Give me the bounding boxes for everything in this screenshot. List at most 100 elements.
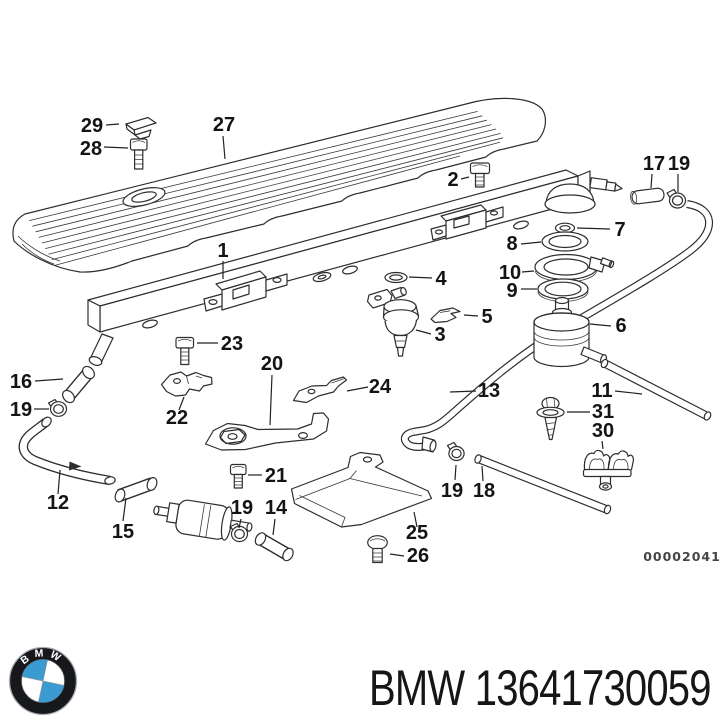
seal-ring-part-9 <box>537 278 589 302</box>
clip-part-29 <box>125 116 157 140</box>
leader-line-4 <box>408 276 433 279</box>
leader-line-19 <box>238 518 242 529</box>
callout-1: 1 <box>217 240 228 262</box>
fuel-filter-part-6 <box>533 296 607 368</box>
hose-clamp-19-right <box>666 188 687 209</box>
bolt-part-2 <box>469 162 491 188</box>
cover-emblem <box>122 187 166 207</box>
bolt-part-23 <box>175 336 195 366</box>
callout-6: 6 <box>615 315 626 337</box>
callout-27: 27 <box>213 114 235 136</box>
valve-cover-part-27 <box>12 97 547 273</box>
leader-line-15 <box>122 497 127 522</box>
hose-part-17 <box>630 187 665 205</box>
roundel-quadrants <box>21 659 65 703</box>
clip-part-5 <box>430 307 461 324</box>
leader-line-19 <box>454 464 457 481</box>
callout-20: 20 <box>261 353 283 375</box>
fuel-injector-part-3 <box>366 286 420 357</box>
shield-plate-part-25 <box>290 451 433 528</box>
brand-text: BMW <box>369 660 465 716</box>
rail-bracket-left <box>203 270 288 312</box>
leader-line-26 <box>389 553 405 557</box>
callout-12: 12 <box>47 492 69 514</box>
screw-part-26 <box>367 535 388 564</box>
callout-19: 19 <box>441 480 463 502</box>
bolt-part-28 <box>129 138 148 170</box>
callout-19: 19 <box>10 399 32 421</box>
cover-ribs <box>29 111 504 266</box>
callout-7: 7 <box>614 219 625 241</box>
leader-line-13 <box>449 390 477 393</box>
callout-2: 2 <box>447 169 458 191</box>
callout-19: 19 <box>231 497 253 519</box>
leader-line-11 <box>614 390 643 395</box>
callout-5: 5 <box>481 306 492 328</box>
leader-line-24 <box>346 386 369 392</box>
clamp-ring-part-10 <box>534 253 615 283</box>
rail-end-spigot <box>88 333 114 366</box>
leader-line-22 <box>178 396 185 411</box>
washer-part-4 <box>384 271 408 284</box>
callout-31: 31 <box>592 401 614 423</box>
leader-line-3 <box>415 329 432 335</box>
callout-15: 15 <box>112 521 134 543</box>
callout-13: 13 <box>478 380 500 402</box>
hose-part-15 <box>114 477 158 503</box>
fuel-rail-part-1 <box>87 169 623 366</box>
callout-18: 18 <box>473 480 495 502</box>
callout-14: 14 <box>265 497 288 519</box>
bolt-part-21 <box>229 463 247 489</box>
leader-line-20 <box>269 374 273 426</box>
callout-26: 26 <box>407 545 429 567</box>
o-ring-part-7 <box>554 222 576 234</box>
callout-4: 4 <box>435 268 447 290</box>
expanding-rivet-part-31 <box>536 396 565 441</box>
leader-line-25 <box>413 511 418 528</box>
callout-22: 22 <box>166 407 188 429</box>
part-number-text: 13641730059 <box>474 660 712 716</box>
leader-line-14 <box>272 518 276 536</box>
callout-9: 9 <box>506 280 517 302</box>
callout-16: 16 <box>10 371 32 393</box>
pressure-regulator <box>544 183 596 214</box>
callout-24: 24 <box>369 376 392 398</box>
leader-line-10 <box>521 270 535 273</box>
injector-port <box>342 265 358 275</box>
leader-line-29 <box>105 123 120 126</box>
rail-lug <box>312 271 332 283</box>
bracket-part-20 <box>204 412 330 451</box>
callout-11: 11 <box>591 380 612 402</box>
callout-30: 30 <box>592 420 614 442</box>
bracket-part-24 <box>292 376 348 404</box>
callout-25: 25 <box>406 522 428 544</box>
leader-line-12 <box>57 469 61 495</box>
callout-28: 28 <box>80 138 102 160</box>
fuel-pipe-part-11 <box>600 358 712 421</box>
hose-clamp-19-left <box>47 398 68 417</box>
rail-outlet-nipple <box>589 177 623 192</box>
flow-arrow-icon <box>69 461 82 471</box>
leader-line-2 <box>460 176 470 180</box>
hose-part-12 <box>18 416 116 486</box>
rail-bracket-right <box>430 204 504 241</box>
fuel-pipe-part-13 <box>400 200 714 453</box>
callout-17: 17 <box>643 153 665 175</box>
callout-8: 8 <box>506 233 517 255</box>
leader-line-7 <box>576 227 611 230</box>
bmw-logo: BMW <box>8 646 78 716</box>
hose-part-14 <box>254 532 294 562</box>
leader-line-18 <box>481 465 484 482</box>
watermark-code: 00002041 <box>643 549 720 564</box>
fuel-pipe-part-18 <box>474 454 612 515</box>
callout-3: 3 <box>434 324 445 346</box>
callout-29: 29 <box>81 115 103 137</box>
leader-line-17 <box>650 173 653 189</box>
seal-ring-part-8 <box>541 231 589 252</box>
callout-19: 19 <box>668 153 690 175</box>
injector-port <box>513 220 529 230</box>
